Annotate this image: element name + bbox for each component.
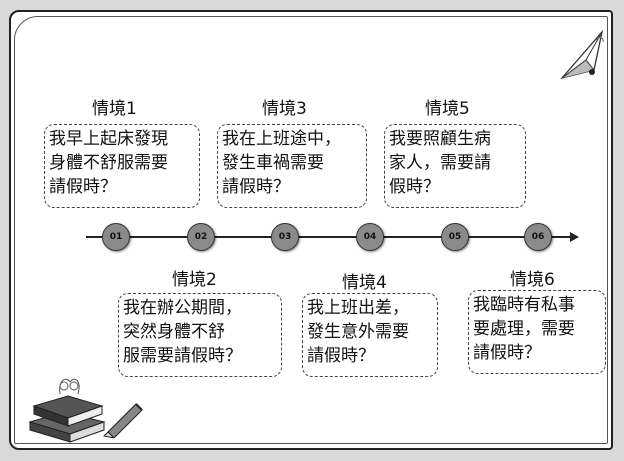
scenario-title: 情境6 xyxy=(510,270,555,290)
scenario-line: 我早上起床發現 xyxy=(49,129,168,149)
scenario-line: 假時？ xyxy=(389,177,440,197)
scenario-line: 發生意外需要 xyxy=(307,322,409,342)
scenario-box: 我在上班途中， 發生車禍需要 請假時？ xyxy=(217,124,367,208)
scenario-line: 身體不舒服需要 xyxy=(49,153,168,173)
scenario-title: 情境3 xyxy=(262,99,307,119)
timeline-arrowhead xyxy=(570,232,579,242)
scenario-line: 請假時？ xyxy=(307,346,375,366)
scenario-line: 我在辦公期間， xyxy=(123,298,242,318)
scenario-line: 服需要請假時？ xyxy=(123,346,242,366)
scenario-line: 請假時？ xyxy=(222,177,290,197)
scenario-title: 情境4 xyxy=(342,273,387,293)
timeline-node: 01 xyxy=(102,223,130,251)
scenario-line: 突然身體不舒 xyxy=(123,322,225,342)
scenario-line: 我在上班途中， xyxy=(222,129,341,149)
scenario-title: 情境2 xyxy=(172,270,217,290)
scenario-line: 請假時？ xyxy=(49,177,117,197)
timeline-node: 05 xyxy=(441,223,469,251)
scenario-line: 家人，需要請 xyxy=(389,153,491,173)
scenario-box: 我要照顧生病 家人，需要請 假時？ xyxy=(384,124,526,208)
scenario-title: 情境1 xyxy=(92,99,137,119)
timeline-node: 02 xyxy=(187,223,215,251)
paper-plane-icon xyxy=(560,29,604,80)
timeline-node: 06 xyxy=(524,223,552,251)
timeline-node: 03 xyxy=(271,223,299,251)
pencil-icon xyxy=(102,403,143,438)
books-icon xyxy=(28,378,106,443)
timeline-axis xyxy=(86,236,574,238)
scenario-line: 我臨時有私事 xyxy=(473,295,575,315)
scenario-line: 我上班出差， xyxy=(307,298,409,318)
scenario-box: 我早上起床發現 身體不舒服需要 請假時？ xyxy=(44,124,200,208)
timeline-node: 04 xyxy=(356,223,384,251)
scenario-box: 我在辦公期間， 突然身體不舒 服需要請假時？ xyxy=(118,293,282,377)
scenario-line: 我要照顧生病 xyxy=(389,129,491,149)
scenario-line: 發生車禍需要 xyxy=(222,153,324,173)
scenario-line: 要處理，需要 xyxy=(473,319,575,339)
scenario-box: 我上班出差， 發生意外需要 請假時？ xyxy=(302,293,438,377)
scenario-line: 請假時？ xyxy=(473,343,541,363)
scenario-title: 情境5 xyxy=(425,99,470,119)
scenario-box: 我臨時有私事 要處理，需要 請假時？ xyxy=(468,290,606,374)
